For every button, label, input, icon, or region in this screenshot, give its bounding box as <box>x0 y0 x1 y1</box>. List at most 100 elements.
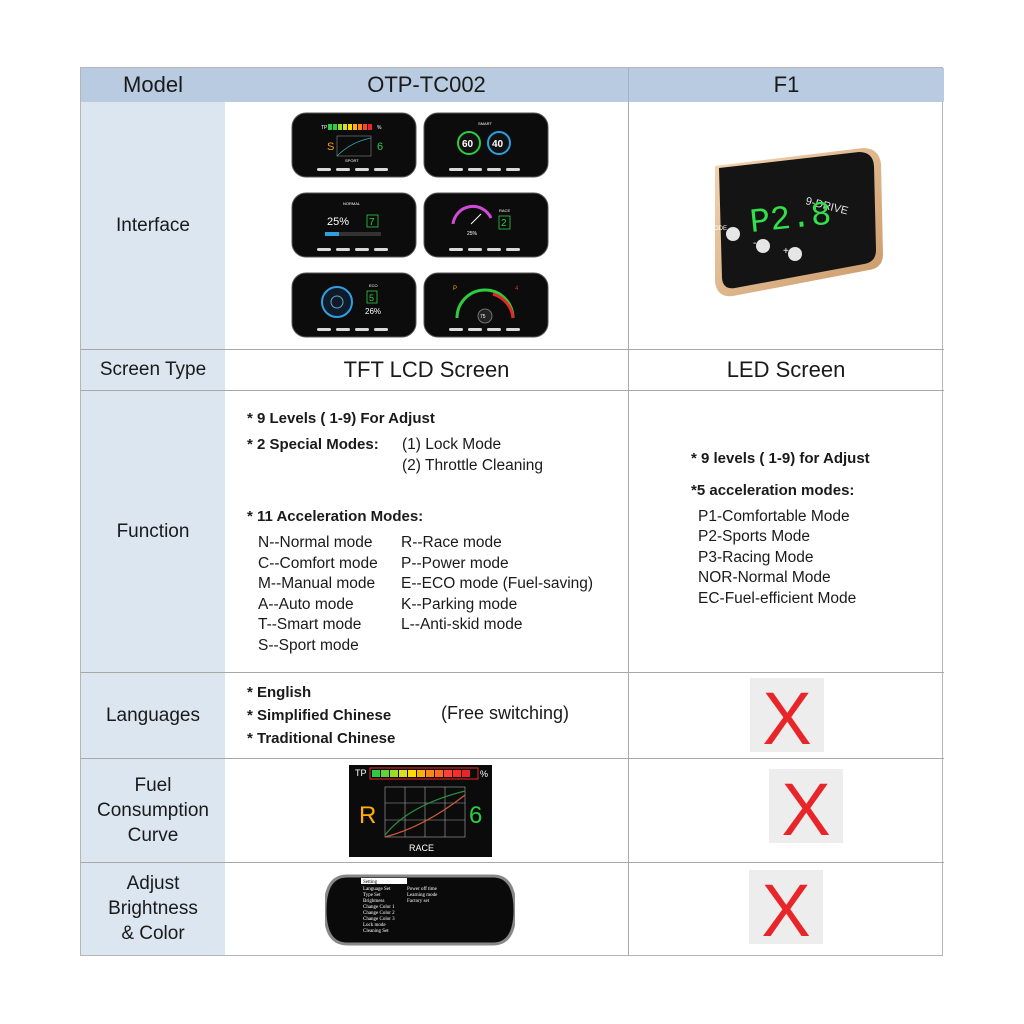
function-b-levels: * 9 levels ( 1-9) for Adjust <box>691 450 870 467</box>
screen-sport: TP % S 6 SPORT <box>291 112 417 178</box>
column-divider <box>628 102 629 956</box>
not-supported-adjust: X <box>749 869 823 952</box>
svg-text:RACE: RACE <box>499 208 510 213</box>
screen-sport-letter: S <box>327 141 334 153</box>
svg-text:SMART: SMART <box>478 121 492 126</box>
list-item: P3-Racing Mode <box>698 549 814 566</box>
svg-text:%: % <box>480 769 488 779</box>
svg-text:4: 4 <box>515 286 519 292</box>
screen-race: 25% RACE 2 <box>423 192 549 258</box>
languages-a: * English * Simplified Chinese * Traditi… <box>225 672 628 758</box>
f1-minus-button <box>756 239 770 253</box>
svg-text:ECO: ECO <box>369 283 378 288</box>
svg-text:25%: 25% <box>467 231 478 237</box>
comparison-table: Model OTP-TC002 F1 Interface Screen Type… <box>80 67 944 956</box>
list-item: P1-Comfortable Mode <box>698 508 850 525</box>
function-a-levels: * 9 Levels ( 1-9) For Adjust <box>247 410 435 427</box>
f1-plus-button <box>788 247 802 261</box>
list-item: R--Race mode <box>401 534 502 551</box>
svg-text:2: 2 <box>501 218 507 229</box>
fuel-gear: R <box>359 802 376 829</box>
svg-text:X: X <box>762 678 811 752</box>
svg-text:5: 5 <box>369 293 374 303</box>
row-label-screen-type: Screen Type <box>81 349 225 390</box>
svg-text:26%: 26% <box>365 307 381 316</box>
list-item: T--Smart mode <box>258 616 362 633</box>
row-divider <box>81 390 944 391</box>
header-product-b: F1 <box>628 68 944 102</box>
svg-text:6: 6 <box>377 141 383 153</box>
list-item: S--Sport mode <box>258 637 359 654</box>
svg-text:Cleaning Set: Cleaning Set <box>363 929 389 934</box>
svg-text:25%: 25% <box>327 216 349 228</box>
svg-text:Brightness: Brightness <box>363 899 384 904</box>
function-a-accel-title: * 11 Acceleration Modes: <box>247 508 424 525</box>
svg-text:6: 6 <box>469 802 482 829</box>
function-b-accel-title: *5 acceleration modes: <box>691 482 855 499</box>
function-a-special-title: * 2 Special Modes: <box>247 436 379 453</box>
list-item: C--Comfort mode <box>258 555 378 572</box>
svg-text:MODE: MODE <box>709 226 727 232</box>
row-label-adjust: Adjust Brightness & Color <box>81 862 225 955</box>
not-supported-fuel-curve: X <box>769 768 843 851</box>
languages-note: (Free switching) <box>441 703 570 723</box>
screen-eco: ECO 5 26% <box>291 272 417 338</box>
svg-text:Type Set: Type Set <box>363 893 381 898</box>
row-label-interface: Interface <box>81 102 225 349</box>
svg-text:-: - <box>753 238 756 249</box>
language-traditional-chinese: * Traditional Chinese <box>247 730 396 747</box>
svg-text:NORMAL: NORMAL <box>343 201 361 206</box>
f1-device-image: 9-DRIVE P2.8 MODE - + <box>709 148 883 297</box>
svg-text:40: 40 <box>492 139 504 150</box>
svg-text:Setting: Setting <box>363 880 378 885</box>
list-item: E--ECO mode (Fuel-saving) <box>401 575 594 592</box>
svg-text:Lock mode: Lock mode <box>363 923 386 928</box>
row-divider <box>81 758 944 759</box>
function-a-special-2: (2) Throttle Cleaning <box>402 457 544 474</box>
svg-text:Learning mode: Learning mode <box>407 893 438 898</box>
svg-text:%: % <box>377 125 382 131</box>
f1-mode-button <box>726 227 740 241</box>
header-model: Model <box>81 68 225 102</box>
screen-type-b: LED Screen <box>726 356 846 382</box>
svg-text:X: X <box>781 769 830 843</box>
not-supported-languages: X <box>750 677 824 760</box>
screen-normal: NORMAL 25% 7 <box>291 192 417 258</box>
row-divider <box>81 349 944 350</box>
function-a-special-1: (1) Lock Mode <box>402 436 502 453</box>
svg-text:X: X <box>761 870 810 944</box>
x-icon: X <box>761 869 810 952</box>
svg-text:Change Color 1: Change Color 1 <box>363 905 395 910</box>
svg-text:P: P <box>453 286 457 292</box>
svg-text:75: 75 <box>480 314 486 320</box>
svg-text:RACE: RACE <box>409 843 434 853</box>
list-item: P--Power mode <box>401 555 509 572</box>
svg-text:+: + <box>783 246 789 257</box>
svg-text:Language Set: Language Set <box>363 887 391 892</box>
function-b: * 9 levels ( 1-9) for Adjust *5 accelera… <box>628 390 944 672</box>
list-item: L--Anti-skid mode <box>401 616 523 633</box>
list-item: NOR-Normal Mode <box>698 569 831 586</box>
screen-type-a: TFT LCD Screen <box>343 356 510 382</box>
svg-text:60: 60 <box>462 139 474 150</box>
function-a: * 9 Levels ( 1-9) For Adjust * 2 Special… <box>225 390 628 672</box>
svg-text:TP: TP <box>355 768 367 778</box>
list-item: N--Normal mode <box>258 534 373 551</box>
screen-smart: SMART 60 40 <box>423 112 549 178</box>
svg-text:Power off time: Power off time <box>407 887 438 892</box>
row-divider <box>81 672 944 673</box>
svg-text:Change Color 2: Change Color 2 <box>363 911 395 916</box>
svg-text:Change Color 3: Change Color 3 <box>363 917 395 922</box>
x-icon: X <box>762 677 811 760</box>
screen-power: P 4 75 <box>423 272 549 338</box>
settings-screen: Setting Language Set Type Set Brightness… <box>325 874 515 946</box>
list-item: K--Parking mode <box>401 596 518 613</box>
row-label-languages: Languages <box>81 672 225 758</box>
fuel-curve-screen: TP % R 6 RACE <box>349 765 492 857</box>
list-item: P2-Sports Mode <box>698 528 810 545</box>
x-icon: X <box>781 768 830 851</box>
row-label-function: Function <box>81 390 225 672</box>
row-label-fuel-curve: Fuel Consumption Curve <box>81 758 225 862</box>
interface-a-screens: TP % S 6 SPORT SMART 60 40 <box>291 112 551 340</box>
screen-sport-tp: TP <box>321 125 328 131</box>
